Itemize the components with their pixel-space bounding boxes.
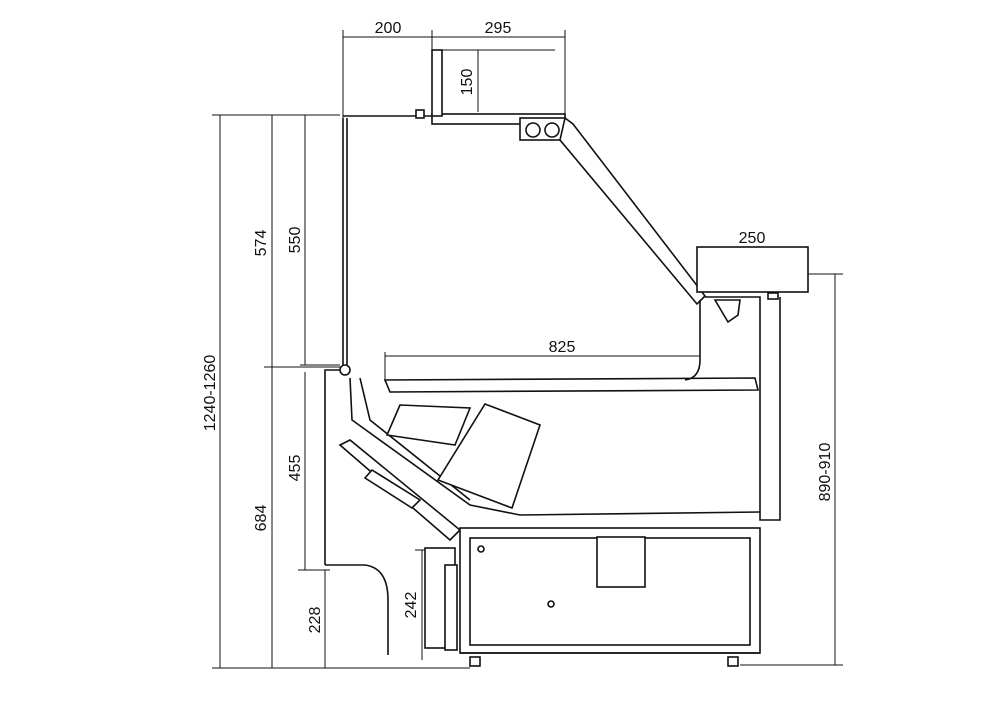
dim-top-shelf-width: 250: [739, 230, 766, 247]
dim-plinth-height: 228: [307, 607, 324, 634]
dim-glass-height: 550: [287, 227, 304, 254]
dim-upper-height: 574: [253, 230, 270, 257]
dim-counter-height: 890-910: [817, 443, 834, 502]
dim-canopy-height: 150: [459, 69, 476, 96]
dim-front-panel-height: 455: [287, 455, 304, 482]
dim-display-depth: 825: [549, 339, 576, 356]
dim-total-height: 1240-1260: [202, 355, 219, 432]
cabinet-outline: [324, 49, 809, 667]
dim-top-left-width: 200: [375, 20, 402, 37]
dim-top-right-width: 295: [485, 20, 512, 37]
dim-compressor-height: 242: [403, 592, 420, 619]
dim-lower-height: 684: [253, 505, 270, 532]
dimension-labels: 200 295 150 1240-1260 574 550 684 455 22…: [202, 20, 834, 633]
